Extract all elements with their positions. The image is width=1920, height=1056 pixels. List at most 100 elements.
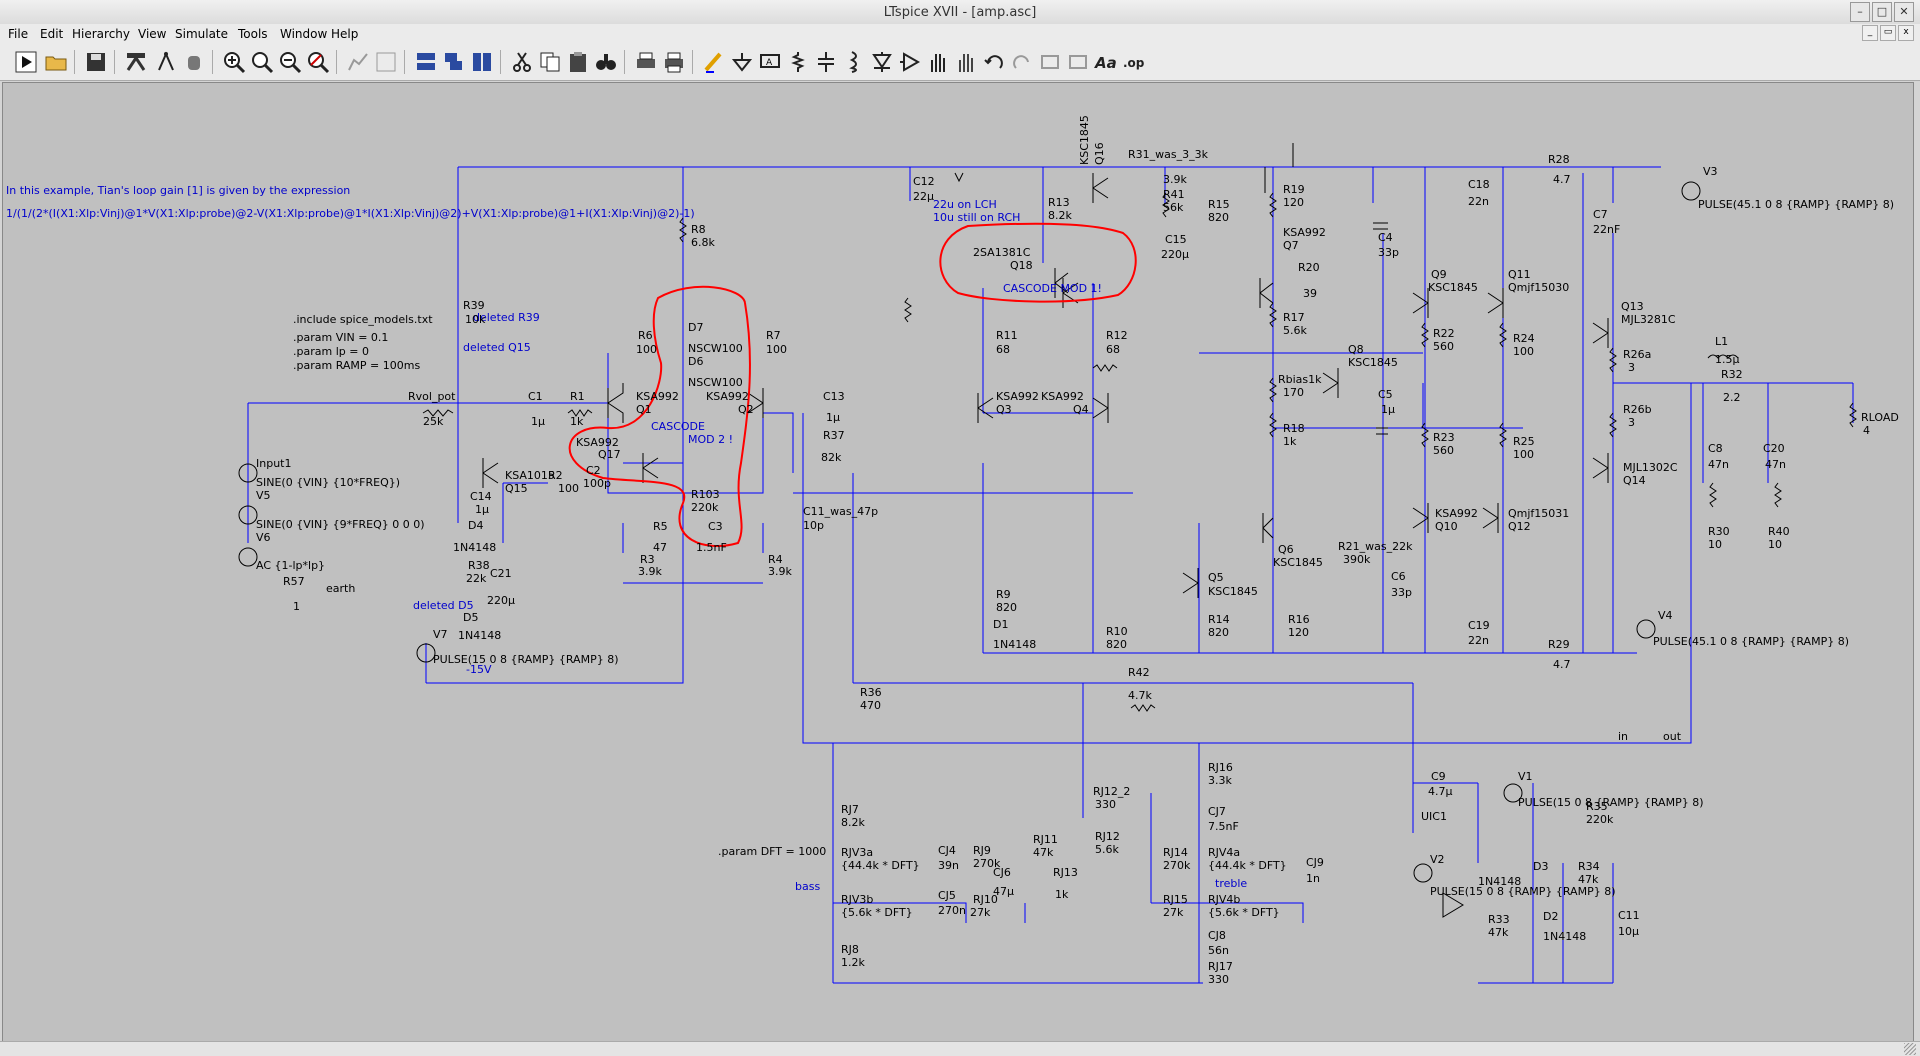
paste-icon[interactable] [566, 50, 590, 74]
capacitor-icon[interactable] [814, 50, 838, 74]
svg-text:3.9k: 3.9k [638, 565, 662, 578]
text-icon[interactable]: Aa [1094, 50, 1118, 74]
svg-text:.param VIN = 0.1: .param VIN = 0.1 [293, 331, 388, 344]
svg-text:R39: R39 [463, 299, 485, 312]
menu-window[interactable]: Window [280, 27, 328, 41]
svg-text:1N4148: 1N4148 [1478, 875, 1521, 888]
svg-text:R19: R19 [1283, 183, 1305, 196]
svg-text:CJ8: CJ8 [1208, 929, 1226, 942]
menu-simulate[interactable]: Simulate [175, 27, 229, 41]
copy-icon[interactable] [538, 50, 562, 74]
svg-text:CASCODE MOD 1!: CASCODE MOD 1! [1003, 282, 1102, 295]
menu-tools[interactable]: Tools [238, 27, 268, 41]
maximize-icon[interactable]: □ [1872, 2, 1892, 22]
svg-text:PULSE(45.1 0 8 {RAMP} {RAMP} 8: PULSE(45.1 0 8 {RAMP} {RAMP} 8) [1653, 635, 1849, 648]
svg-text:D3: D3 [1533, 860, 1548, 873]
svg-text:earth: earth [326, 582, 355, 595]
svg-text:R4: R4 [768, 553, 783, 566]
svg-text:R2: R2 [548, 469, 563, 482]
svg-text:R11: R11 [996, 329, 1018, 342]
svg-text:KSC1845: KSC1845 [1428, 281, 1478, 294]
status-bar [0, 1041, 1920, 1056]
zoom-in-icon[interactable] [222, 50, 246, 74]
spice-directive-icon[interactable]: .op [1122, 50, 1146, 74]
ground-icon[interactable] [730, 50, 754, 74]
svg-text:5.6k: 5.6k [1095, 843, 1119, 856]
svg-text:560: 560 [1433, 444, 1454, 457]
tile-horizontal-icon[interactable] [414, 50, 438, 74]
diode-icon[interactable] [870, 50, 894, 74]
svg-text:R22: R22 [1433, 327, 1455, 340]
svg-text:100: 100 [636, 343, 657, 356]
menu-view[interactable]: View [138, 27, 167, 41]
svg-text:56n: 56n [1208, 944, 1229, 957]
undo-icon[interactable] [982, 50, 1006, 74]
zoom-fit-icon[interactable] [250, 50, 274, 74]
doc-minimize-icon[interactable]: _ [1862, 25, 1878, 41]
close-icon[interactable]: ✕ [1894, 2, 1914, 22]
svg-text:D4: D4 [468, 519, 483, 532]
svg-text:120: 120 [1288, 626, 1309, 639]
menu-bar: File Edit Hierarchy View Simulate Tools … [0, 24, 1920, 45]
menu-edit[interactable]: Edit [40, 27, 64, 41]
svg-text:470: 470 [860, 699, 881, 712]
svg-text:33p: 33p [1391, 586, 1412, 599]
svg-text:R5: R5 [653, 520, 668, 533]
inductor-icon[interactable] [842, 50, 866, 74]
resistor-icon[interactable] [786, 50, 810, 74]
svg-text:C5: C5 [1378, 388, 1393, 401]
menu-help[interactable]: Help [331, 27, 359, 41]
svg-text:39: 39 [1303, 287, 1317, 300]
svg-text:4.7µ: 4.7µ [1428, 785, 1453, 798]
run-icon[interactable] [14, 50, 38, 74]
svg-text:3.9k: 3.9k [1163, 173, 1187, 186]
zoom-out-icon[interactable] [278, 50, 302, 74]
print-setup-icon[interactable] [662, 50, 686, 74]
svg-text:V5: V5 [256, 489, 271, 502]
menu-hierarchy[interactable]: Hierarchy [72, 27, 131, 41]
svg-text:D1: D1 [993, 618, 1008, 631]
control-panel-icon[interactable] [124, 50, 148, 74]
halt-icon[interactable] [154, 50, 178, 74]
doc-close-icon[interactable]: x [1898, 25, 1914, 41]
svg-text:C14: C14 [470, 490, 492, 503]
svg-text:33p: 33p [1378, 246, 1399, 259]
svg-text:Q8: Q8 [1348, 343, 1364, 356]
schematic[interactable]: In this example, Tian's loop gain [1] is… [3, 83, 1913, 1041]
tile-vertical-icon[interactable] [470, 50, 494, 74]
svg-text:47k: 47k [1488, 926, 1509, 939]
svg-text:R10: R10 [1106, 625, 1128, 638]
svg-text:out: out [1663, 730, 1682, 743]
cut-icon[interactable] [510, 50, 534, 74]
svg-text:In this example, Tian's loop g: In this example, Tian's loop gain [1] is… [6, 184, 350, 197]
resize-grip-icon[interactable] [1904, 1043, 1916, 1055]
doc-restore-icon[interactable]: ▭ [1880, 25, 1896, 41]
schematic-canvas[interactable]: In this example, Tian's loop gain [1] is… [2, 82, 1914, 1042]
minimize-icon[interactable]: – [1850, 2, 1870, 22]
find-icon[interactable] [594, 50, 618, 74]
move-hand-icon[interactable] [926, 50, 950, 74]
print-icon[interactable] [634, 50, 658, 74]
zoom-cancel-icon[interactable] [306, 50, 330, 74]
svg-text:R17: R17 [1283, 311, 1305, 324]
svg-text:in: in [1618, 730, 1628, 743]
draw-wire-icon[interactable] [702, 50, 726, 74]
svg-text:C11: C11 [1618, 909, 1640, 922]
menu-file[interactable]: File [8, 27, 29, 41]
open-folder-icon[interactable] [44, 50, 68, 74]
svg-text:47n: 47n [1708, 458, 1729, 471]
cascade-icon[interactable] [442, 50, 466, 74]
svg-text:R6: R6 [638, 329, 653, 342]
svg-text:C2: C2 [586, 464, 601, 477]
save-icon[interactable] [84, 50, 108, 74]
svg-text:100: 100 [1513, 345, 1534, 358]
svg-text:2SA1381C: 2SA1381C [973, 246, 1031, 259]
svg-text:R12: R12 [1106, 329, 1128, 342]
hand-pan-icon[interactable] [182, 50, 206, 74]
svg-text:Q4: Q4 [1073, 403, 1089, 416]
drag-hand-icon[interactable] [954, 50, 978, 74]
svg-text:R35: R35 [1586, 800, 1608, 813]
label-net-icon[interactable]: A [758, 50, 782, 74]
component-icon[interactable] [898, 50, 922, 74]
svg-text:330: 330 [1208, 973, 1229, 986]
